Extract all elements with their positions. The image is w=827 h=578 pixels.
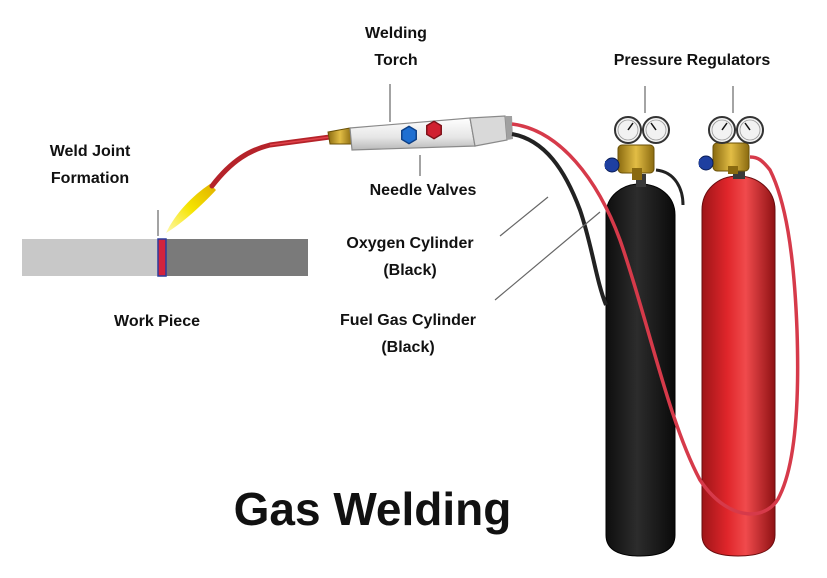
pressure-regulator-right (698, 116, 764, 174)
pressure-regulator-left (604, 116, 670, 180)
weld-joint-formation-label: Weld Joint Formation (49, 143, 131, 187)
pressure-regulators-label: Pressure Regulators (613, 52, 771, 69)
black-hose-regulator (655, 168, 685, 206)
red-hexagon-valve-icon (426, 120, 442, 140)
welding-torch (349, 115, 513, 151)
red-hose (511, 122, 800, 516)
pressure-gauge-icon (736, 116, 764, 144)
leader-lines (157, 84, 734, 301)
fuel-gas-cylinder-label: Fuel Gas Cylinder (Black) (339, 312, 477, 356)
work-piece-label: Work Piece (114, 313, 200, 330)
work-piece (22, 238, 308, 277)
oxygen-cylinder-label: Oxygen Cylinder (Black) (346, 235, 474, 279)
flame (166, 184, 216, 233)
black-hose (511, 132, 608, 306)
diagram-title: Gas Welding (233, 483, 512, 535)
welding-torch-label: Welding Torch (365, 25, 427, 69)
pressure-gauge-icon (708, 116, 736, 144)
blue-hexagon-valve-icon (401, 125, 417, 145)
oxygen-cylinder (605, 174, 676, 557)
torch-tip (209, 134, 333, 189)
needle-valves-label: Needle Valves (369, 182, 477, 199)
brass-nozzle-connector (327, 127, 353, 145)
pressure-gauge-icon (642, 116, 670, 144)
pressure-gauge-icon (614, 116, 642, 144)
